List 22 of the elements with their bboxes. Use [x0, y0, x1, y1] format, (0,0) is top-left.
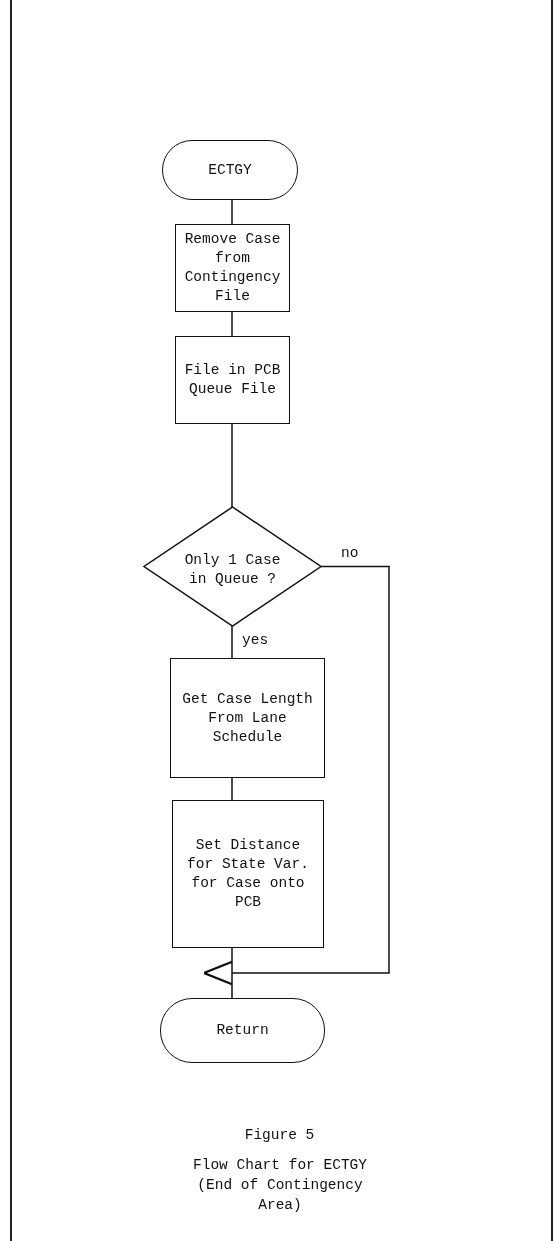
process-box: [172, 800, 324, 948]
node-text: Return: [215, 1021, 270, 1040]
node-text: Get Case Length From Lane Schedule: [181, 689, 314, 747]
node-text: Remove Case from Contingency File: [183, 230, 282, 306]
decision-text: Only 1 Case in Queue ?: [183, 550, 282, 589]
connector-line: [231, 947, 233, 999]
node-text: Set Distance for State Var. for Case onto PCB: [186, 836, 310, 912]
figure-caption: Flow Chart for ECTGY (End of Contingency Area): [192, 1156, 368, 1215]
connector-line: [231, 777, 233, 801]
connector-line: [231, 625, 233, 659]
decision-diamond: [142, 506, 323, 627]
terminal-box: [162, 140, 298, 200]
node-text: ECTGY: [207, 160, 253, 180]
process-box: [175, 336, 290, 424]
connector-line: [202, 565, 390, 986]
figure-number: Figure 5: [243, 1126, 316, 1145]
connector-line: [231, 423, 233, 508]
connector-line: [231, 311, 233, 337]
process-box: [170, 658, 325, 778]
process-box: [175, 224, 290, 312]
connector-line: [231, 199, 233, 225]
node-text: File in PCB Queue File: [183, 361, 282, 399]
